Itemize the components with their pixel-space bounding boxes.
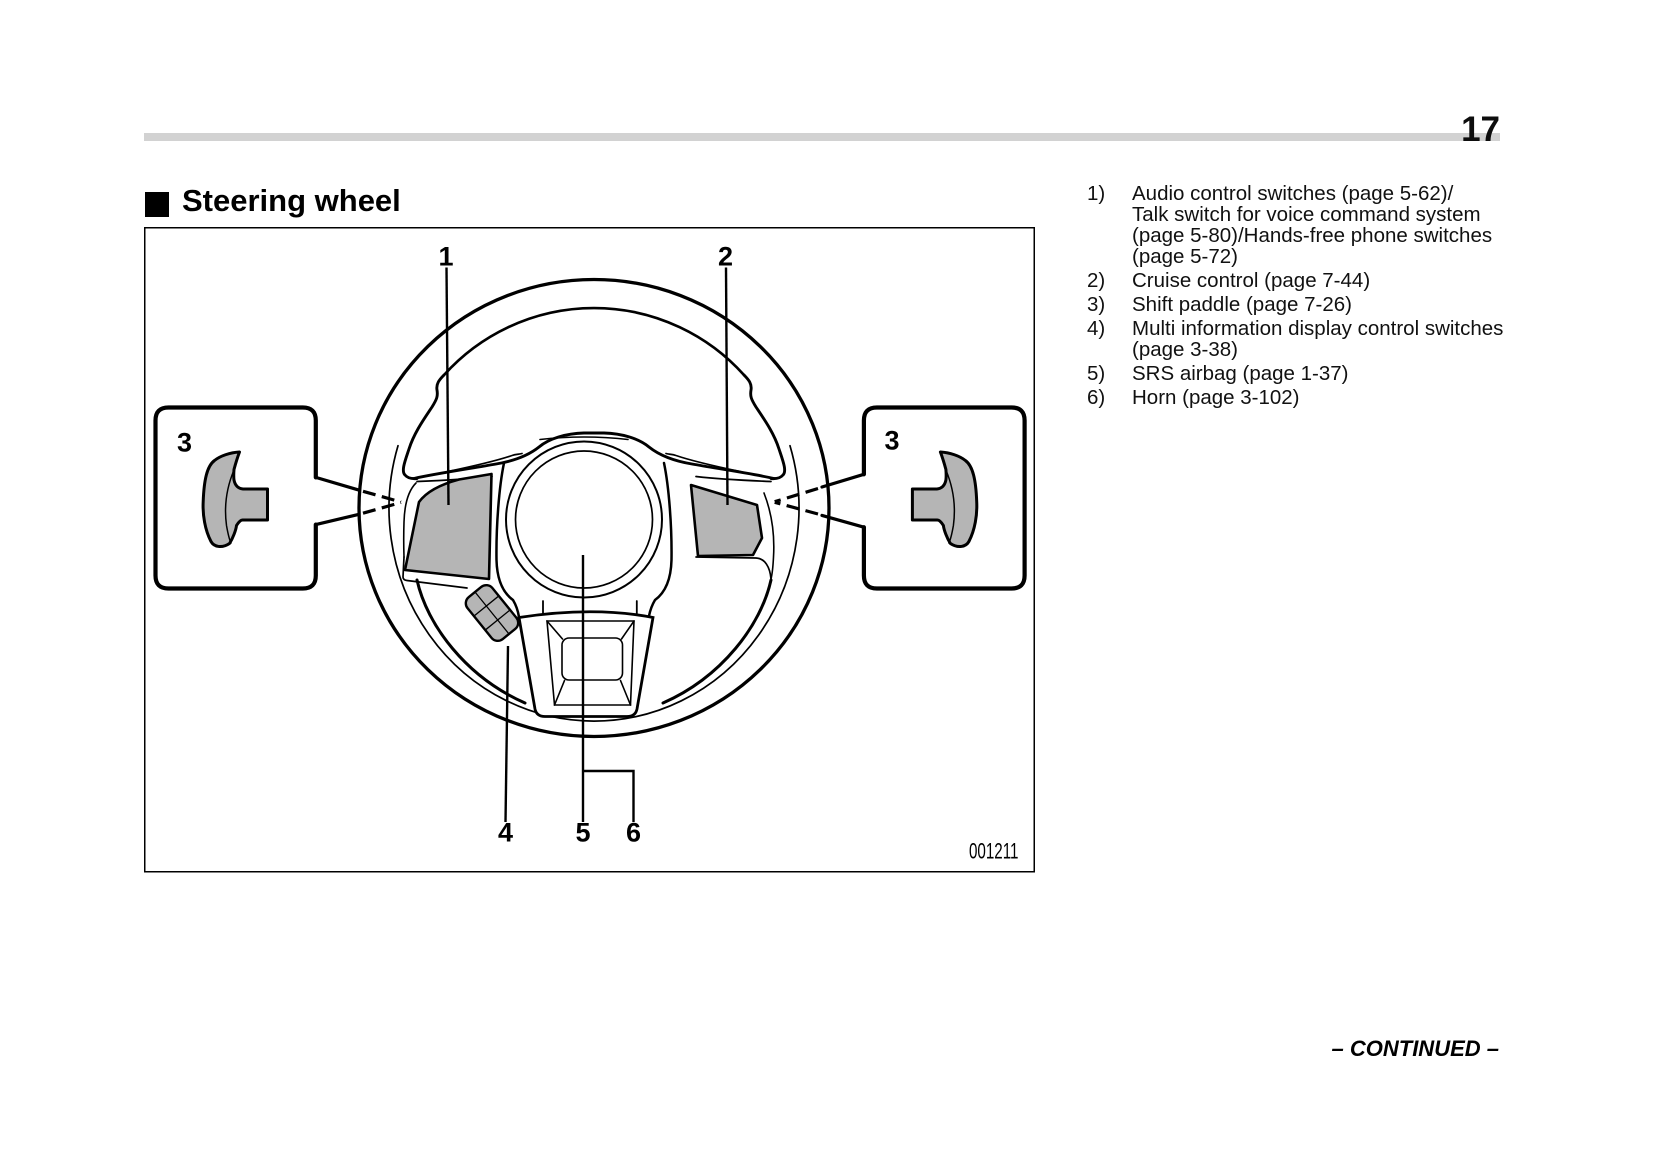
svg-text:6: 6 bbox=[626, 818, 641, 848]
svg-text:4: 4 bbox=[498, 818, 513, 848]
svg-text:3: 3 bbox=[884, 426, 899, 456]
svg-text:1: 1 bbox=[438, 242, 453, 272]
svg-text:2: 2 bbox=[718, 242, 733, 272]
svg-text:5: 5 bbox=[575, 818, 590, 848]
svg-text:001211: 001211 bbox=[969, 839, 1019, 864]
svg-text:3: 3 bbox=[177, 428, 192, 458]
